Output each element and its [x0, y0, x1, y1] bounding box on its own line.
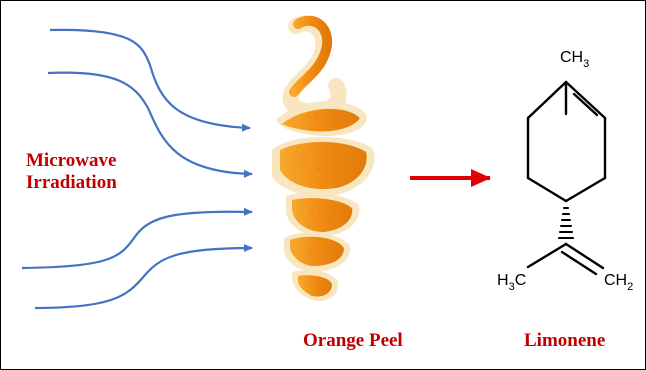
h3c-group-label: H3C — [497, 272, 526, 293]
microwave-irradiation-label: Microwave Irradiation — [26, 150, 117, 194]
orange-peel-label: Orange Peel — [303, 330, 403, 352]
wave-arrow-4 — [35, 248, 252, 308]
microwave-label-line1: Microwave — [26, 150, 117, 172]
orange-peel-image — [272, 21, 375, 301]
methylene-group-label: CH2 — [604, 272, 633, 293]
wave-arrow-3 — [22, 212, 252, 268]
limonene-label: Limonene — [524, 330, 605, 352]
microwave-label-line2: Irradiation — [26, 172, 117, 194]
methyl-group-label: CH3 — [560, 49, 589, 70]
limonene-structure — [528, 82, 605, 274]
